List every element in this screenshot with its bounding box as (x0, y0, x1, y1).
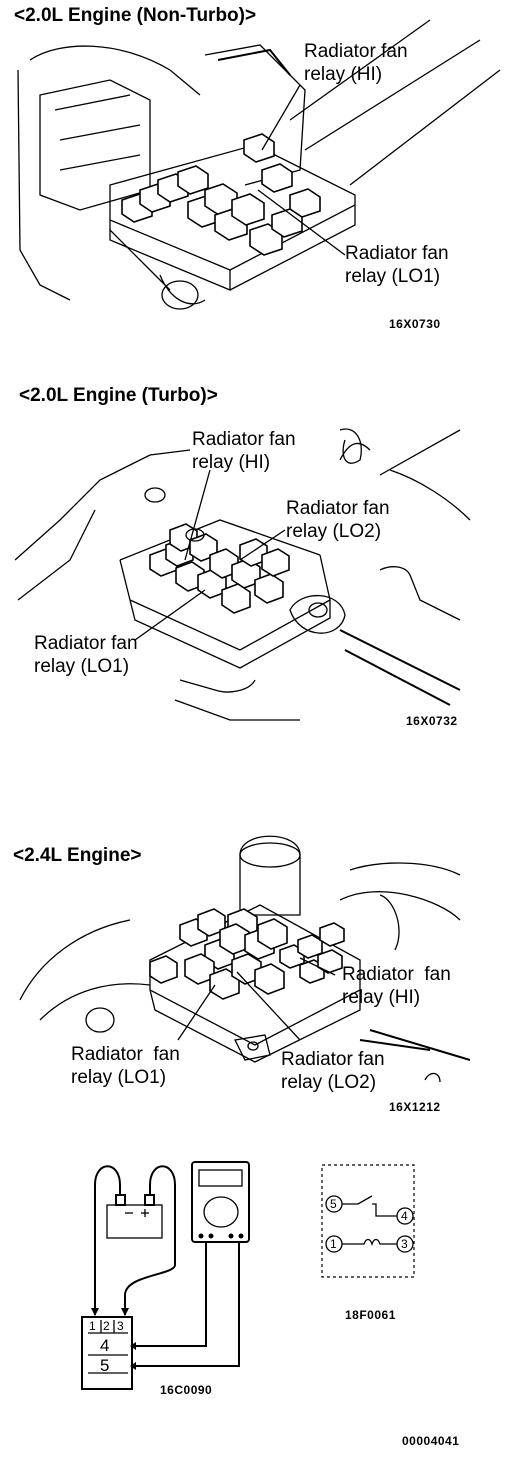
circuit-terminal-label: 3 (401, 1237, 408, 1251)
relay-terminal-label: 1 (89, 1319, 96, 1333)
section-heading-non-turbo: <2.0L Engine (Non-Turbo)> (14, 5, 257, 26)
relay-test-circuit (81, 1161, 415, 1390)
section-heading-turbo: <2.0L Engine (Turbo)> (19, 385, 218, 406)
battery-icon (106, 1204, 163, 1239)
circuit-terminal-label: 1 (330, 1237, 337, 1251)
figure-code: 16C0090 (160, 1383, 213, 1397)
fuse-box-illustration-turbo (14, 428, 471, 721)
circuit-terminal-label: 4 (401, 1209, 408, 1223)
label-relay-hi: Radiator fan relay (HI) (192, 429, 296, 473)
section-heading-2-4l: <2.4L Engine> (13, 845, 142, 866)
relay-terminal-label: 4 (100, 1336, 110, 1355)
relay-terminal-label: 3 (117, 1319, 124, 1333)
relay-terminal-label: 5 (100, 1356, 110, 1375)
figure-code: 18F0061 (345, 1308, 396, 1322)
relay-terminal-label: 2 (103, 1319, 110, 1333)
label-relay-lo2: Radiator fan relay (LO2) (286, 498, 390, 542)
label-relay-lo1: Radiator fan relay (LO1) (345, 243, 449, 287)
label-relay-lo1: Radiator fan relay (LO1) (71, 1044, 180, 1088)
multimeter-icon (191, 1161, 250, 1243)
circuit-terminal-label: 5 (330, 1197, 337, 1211)
document-code: 00004041 (402, 1434, 460, 1448)
label-relay-hi: Radiator fan relay (HI) (342, 964, 451, 1008)
figure-code: 16X0732 (406, 714, 458, 728)
fuse-box-illustration-non-turbo (17, 19, 501, 310)
relay-icon (81, 1316, 133, 1390)
label-relay-lo2: Radiator fan relay (LO2) (281, 1049, 385, 1093)
figure-code: 16X1212 (389, 1100, 441, 1114)
figure-code: 16X0730 (389, 317, 441, 331)
fuse-box-illustration-2-4l (19, 835, 471, 1083)
label-relay-hi: Radiator fan relay (HI) (304, 41, 408, 85)
label-relay-lo1: Radiator fan relay (LO1) (34, 633, 138, 677)
